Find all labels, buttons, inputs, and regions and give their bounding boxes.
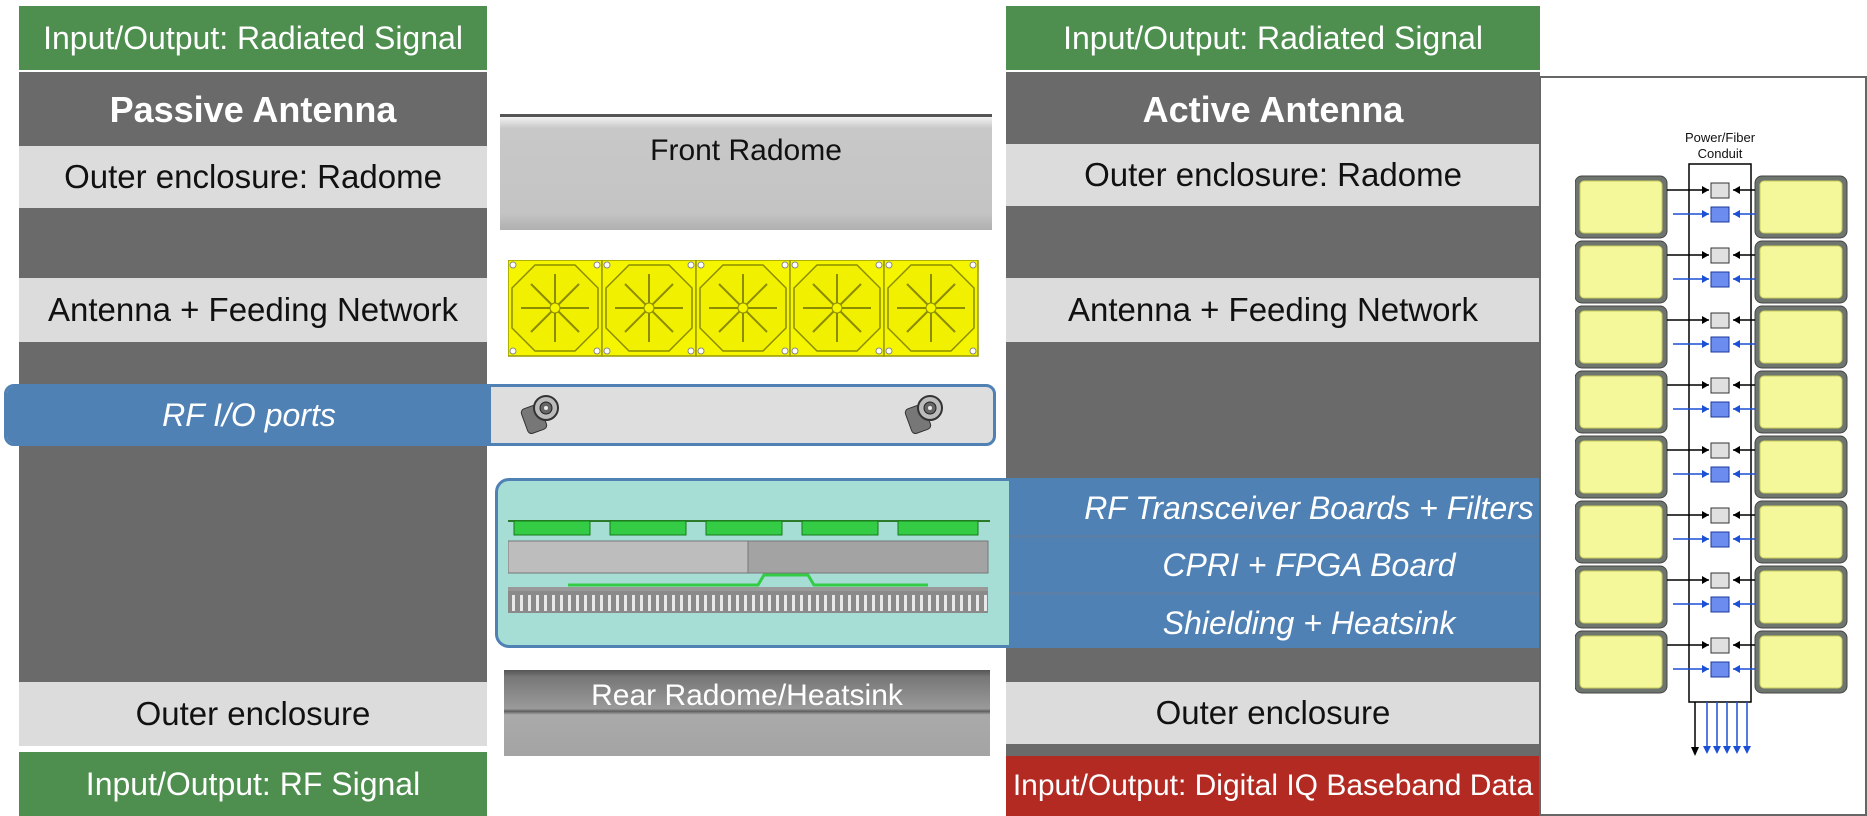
conduit-label-line1: Power/Fiber bbox=[1685, 130, 1756, 145]
rf-io-ports-band: RF I/O ports bbox=[4, 384, 996, 446]
rf-transceiver-label: RF Transceiver Boards + Filters bbox=[1009, 481, 1559, 535]
passive-feeding-label: Antenna + Feeding Network bbox=[19, 278, 487, 342]
antenna-patch-array bbox=[508, 260, 979, 357]
active-outer-enclosure-label: Outer enclosure bbox=[1006, 682, 1540, 744]
passive-outer-enclosure-label: Outer enclosure bbox=[19, 682, 487, 746]
rear-radome-label: Rear Radome/Heatsink bbox=[591, 679, 903, 712]
active-electronics-band: RF Transceiver Boards + Filters CPRI + F… bbox=[495, 478, 1562, 648]
active-bottom-io-label: Input/Output: Digital IQ Baseband Data bbox=[1006, 756, 1540, 816]
passive-bottom-io-label: Input/Output: RF Signal bbox=[19, 752, 487, 816]
active-title: Active Antenna bbox=[1142, 89, 1404, 130]
active-radome-label: Outer enclosure: Radome bbox=[1006, 144, 1540, 206]
passive-radome-label: Outer enclosure: Radome bbox=[19, 146, 487, 208]
cpri-fpga-label: CPRI + FPGA Board bbox=[1009, 538, 1559, 592]
front-radome-panel: Front Radome bbox=[500, 114, 992, 230]
conduit-schematic: Power/Fiber Conduit bbox=[1575, 130, 1865, 756]
rf-io-ports-label: RF I/O ports bbox=[7, 387, 491, 443]
passive-top-io-label: Input/Output: Radiated Signal bbox=[19, 6, 487, 70]
shielding-heatsink-label: Shielding + Heatsink bbox=[1009, 595, 1559, 645]
electronics-cross-section bbox=[508, 520, 990, 613]
rear-radome-panel: Rear Radome/Heatsink bbox=[504, 670, 990, 756]
rf-connector-icon bbox=[904, 395, 943, 435]
conduit-label-line2: Conduit bbox=[1698, 146, 1743, 161]
front-radome-label: Front Radome bbox=[650, 133, 842, 167]
divider bbox=[1009, 535, 1559, 538]
active-feeding-label: Antenna + Feeding Network bbox=[1006, 278, 1540, 342]
active-top-io-label: Input/Output: Radiated Signal bbox=[1006, 6, 1540, 70]
passive-title: Passive Antenna bbox=[109, 89, 397, 130]
divider bbox=[1009, 592, 1559, 595]
rf-connector-icon bbox=[520, 395, 559, 435]
